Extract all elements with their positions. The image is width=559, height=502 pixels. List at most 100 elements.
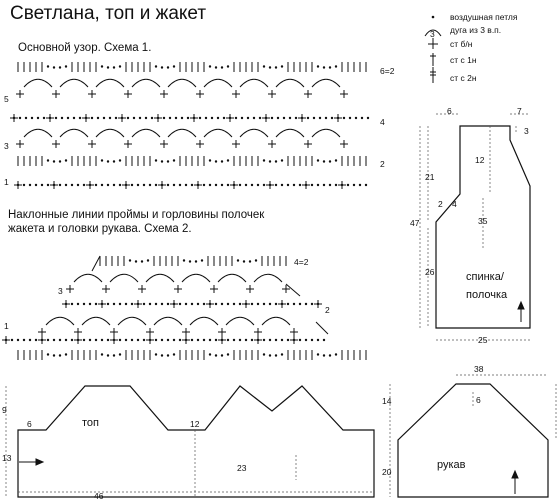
- chain-dot: [94, 338, 98, 342]
- chain-dot: [112, 183, 116, 187]
- chain-dot: [16, 338, 20, 342]
- dim-mid: 35: [478, 216, 488, 226]
- chain-arc: [181, 273, 211, 283]
- chain-arc: [239, 128, 269, 138]
- chain-dot: [220, 354, 224, 357]
- top-pattern-label: топ: [82, 417, 99, 429]
- chain-dot: [172, 65, 176, 68]
- chain-dot: [316, 353, 320, 356]
- chain-dot: [28, 338, 32, 342]
- chain-dot: [154, 65, 158, 68]
- legend-tr-label: ст с 2н: [450, 73, 477, 83]
- chain-dot: [148, 183, 152, 187]
- chain-dot: [262, 302, 266, 306]
- chain-dot: [112, 302, 116, 306]
- chain-dot: [292, 183, 296, 187]
- chain-dot: [204, 116, 208, 120]
- chain-dot: [64, 353, 68, 356]
- chain-arc: [117, 316, 147, 326]
- chain-dot: [118, 183, 122, 187]
- chain-dot: [226, 183, 230, 187]
- chain-dot: [250, 183, 254, 187]
- chain-dot: [310, 338, 314, 342]
- chain-arc: [73, 273, 103, 283]
- chain-dot: [358, 183, 362, 187]
- chain-dot: [184, 183, 188, 187]
- chain-dot: [238, 338, 242, 342]
- chain-dot: [328, 160, 332, 163]
- chain-dot: [306, 116, 310, 120]
- chain-dot: [154, 353, 158, 356]
- chain-dot: [274, 183, 278, 187]
- chain-dot: [214, 66, 218, 69]
- chain-dot: [310, 302, 314, 306]
- dim-top-left: 6: [447, 106, 452, 116]
- chain-dot: [322, 160, 326, 163]
- chain-dot: [22, 338, 26, 342]
- chain-dot: [40, 183, 44, 187]
- chain-dot: [222, 116, 226, 120]
- chain-dot: [334, 159, 338, 162]
- chain-dot: [268, 66, 272, 69]
- chain-dot: [248, 260, 252, 263]
- chain-dot: [190, 183, 194, 187]
- chain-dot: [172, 159, 176, 162]
- chain-dot: [298, 302, 302, 306]
- chain-dot: [328, 354, 332, 357]
- chain-dot-icon: [431, 15, 435, 19]
- dim-width: 25: [478, 335, 488, 345]
- back-pattern-label-2: полочка: [466, 289, 508, 301]
- chain-dot: [160, 66, 164, 69]
- chain-dot: [184, 302, 188, 306]
- chain-dot: [274, 160, 278, 163]
- chain-dot: [252, 116, 256, 120]
- chain-arc: [59, 78, 89, 88]
- chain-dot: [268, 160, 272, 163]
- chain-dot: [88, 338, 92, 342]
- chain-dot: [262, 159, 266, 162]
- chain-dot: [100, 183, 104, 187]
- chain-dot: [214, 302, 218, 306]
- chain-dot: [58, 338, 62, 342]
- dim-side-2: 2: [438, 199, 443, 209]
- dim-mid-flat: 12: [190, 419, 200, 429]
- chain-dot: [52, 160, 56, 163]
- chain-dot: [208, 183, 212, 187]
- chain-dot: [66, 116, 70, 120]
- dim-left-flat: 6: [27, 419, 32, 429]
- chain-arc: [153, 316, 183, 326]
- chain-dot: [316, 65, 320, 68]
- sleeve-pattern-dims: [389, 374, 557, 497]
- legend-chain-label: воздушная петля: [450, 12, 518, 22]
- chain-dot: [354, 116, 358, 120]
- scheme1-row-6: 6=2: [380, 66, 395, 76]
- slope-line: [91, 255, 101, 272]
- chain-dot: [58, 66, 62, 69]
- chain-dot: [276, 116, 280, 120]
- chain-dot: [166, 66, 170, 69]
- chain-dot: [52, 354, 56, 357]
- chain-dot: [202, 338, 206, 342]
- chain-dot: [58, 160, 62, 163]
- chain-dot: [82, 183, 86, 187]
- chain-dot: [128, 259, 132, 262]
- chain-dot: [268, 354, 272, 357]
- chain-dot: [190, 338, 194, 342]
- scheme2-caption-line1: Наклонные линии проймы и горловины полоч…: [8, 209, 265, 221]
- chain-arc: [203, 78, 233, 88]
- chain-dot: [188, 260, 192, 263]
- chain-dot: [194, 260, 198, 263]
- chain-dot: [242, 260, 246, 263]
- chain-dot: [46, 159, 50, 162]
- chain-dot: [232, 338, 236, 342]
- chain-dot: [348, 116, 352, 120]
- chain-dot: [64, 159, 68, 162]
- chain-dot: [200, 259, 204, 262]
- scheme1-row-3: 3: [4, 141, 9, 151]
- chain-dot: [24, 116, 28, 120]
- chain-dot: [146, 259, 150, 262]
- chain-dot: [70, 338, 74, 342]
- chain-dot: [298, 338, 302, 342]
- dim-top-width: 23: [237, 463, 247, 473]
- chain-dot: [96, 116, 100, 120]
